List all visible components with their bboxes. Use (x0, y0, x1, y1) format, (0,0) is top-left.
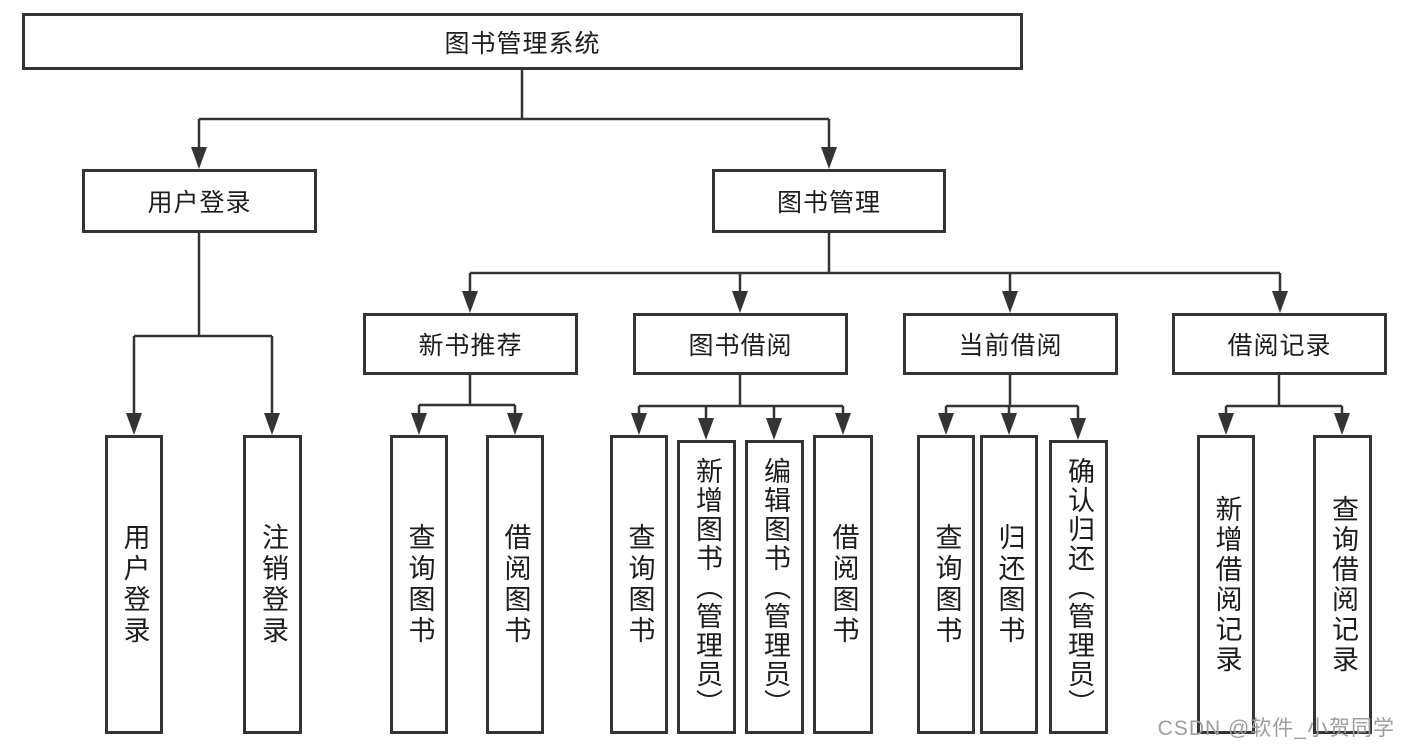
root-node-library-system: 图书管理系统 (22, 13, 1023, 70)
node-book-borrow: 图书借阅 (633, 313, 848, 375)
node-borrow-records: 借阅记录 (1172, 313, 1387, 375)
leaf-return-books: 归还图书 (980, 435, 1038, 734)
leaf-borrow-books-recommend: 借阅图书 (486, 435, 544, 734)
leaf-add-books-admin: 新增图书（管理员） (677, 440, 736, 734)
node-user-login: 用户登录 (82, 169, 317, 233)
leaf-query-books-current: 查询图书 (917, 435, 975, 734)
leaf-add-borrow-record: 新增借阅记录 (1197, 435, 1255, 734)
leaf-query-borrow-record: 查询借阅记录 (1313, 435, 1372, 734)
leaf-logout: 注销登录 (243, 435, 302, 734)
leaf-user-login: 用户登录 (105, 435, 163, 734)
leaf-borrow-books: 借阅图书 (813, 435, 873, 734)
leaf-query-books-borrow: 查询图书 (610, 435, 668, 734)
csdn-watermark: CSDN @软件_小贺同学 (1157, 717, 1395, 740)
leaf-edit-books-admin: 编辑图书（管理员） (745, 440, 804, 734)
leaf-query-books-recommend: 查询图书 (390, 435, 448, 734)
node-current-borrow: 当前借阅 (903, 313, 1118, 375)
node-new-book-recommend: 新书推荐 (363, 313, 578, 375)
arrowheads (126, 147, 1350, 440)
node-book-management: 图书管理 (712, 169, 946, 233)
leaf-confirm-return-admin: 确认归还（管理员） (1049, 440, 1108, 734)
